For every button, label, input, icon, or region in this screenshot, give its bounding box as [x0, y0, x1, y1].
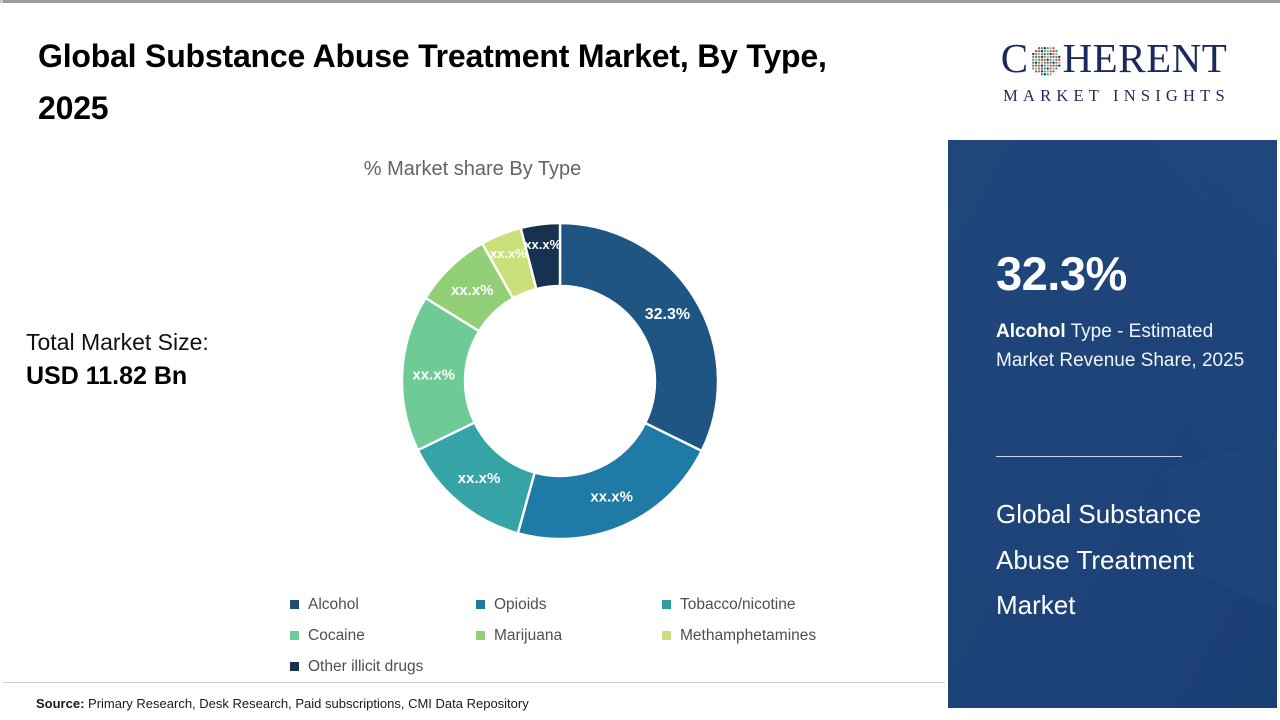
- legend-item[interactable]: Tobacco/nicotine: [662, 596, 882, 614]
- logo-letter-c: C: [1000, 34, 1029, 81]
- source-divider: [3, 682, 945, 683]
- stat-value: 32.3%: [996, 247, 1127, 300]
- stat-content: 32.3% Alcohol Type - Estimated Market Re…: [996, 140, 1254, 708]
- total-market-size-block: Total Market Size: USD 11.82 Bn: [26, 326, 336, 394]
- legend-swatch-icon: [290, 662, 299, 671]
- donut-slice-label: xx.x%: [412, 367, 455, 384]
- panel-background-artwork: [948, 140, 1277, 708]
- source-text: Primary Research, Desk Research, Paid su…: [84, 696, 529, 711]
- legend-item[interactable]: Other illicit drugs: [290, 658, 476, 676]
- brand-panel: C HERENT MARKET INSIGHTS: [945, 3, 1280, 720]
- legend-swatch-icon: [662, 600, 671, 609]
- legend-label: Marijuana: [494, 626, 563, 644]
- legend-row: Alcohol Opioids Tobacco/nicotine: [290, 589, 890, 620]
- total-market-size-label: Total Market Size:: [26, 329, 209, 355]
- donut-slice[interactable]: [519, 221, 562, 291]
- chart-panel: Global Substance Abuse Treatment Market,…: [0, 3, 945, 720]
- panel-heading: Global Substance Abuse Treatment Market: [996, 499, 1202, 620]
- legend-label: Methamphetamines: [680, 626, 817, 644]
- donut-slice[interactable]: [516, 421, 704, 541]
- legend-label: Other illicit drugs: [308, 657, 424, 675]
- legend-item[interactable]: Cocaine: [290, 627, 476, 645]
- logo-wordmark: C HERENT: [1000, 34, 1228, 81]
- legend-row: Other illicit drugs: [290, 651, 890, 682]
- total-market-size-value: USD 11.82 Bn: [26, 362, 188, 391]
- legend-label: Opioids: [494, 595, 547, 613]
- stat-description-rest: Type - Estimated Market Revenue Share, 2…: [996, 321, 1245, 372]
- legend-swatch-icon: [476, 631, 485, 640]
- legend-item[interactable]: Alcohol: [290, 596, 476, 614]
- legend-row: Cocaine Marijuana Methamphetamines: [290, 620, 890, 651]
- source-label: Source:: [36, 696, 85, 711]
- donut-slice[interactable]: [558, 221, 720, 453]
- chart-subtitle: % Market share By Type: [363, 158, 582, 180]
- donut-slice-label: xx.x%: [590, 488, 633, 505]
- stat-description-strong: Alcohol: [996, 321, 1066, 342]
- logo-letters-herent: HERENT: [1062, 34, 1228, 81]
- legend-item[interactable]: Methamphetamines: [662, 627, 882, 645]
- frame-top-edge: [0, 0, 1280, 3]
- company-logo: C HERENT MARKET INSIGHTS: [948, 3, 1280, 140]
- donut-slice-label: xx.x%: [451, 282, 494, 299]
- page-title: Global Substance Abuse Treatment Market,…: [38, 38, 827, 126]
- donut-slice-label: 32.3%: [645, 306, 690, 323]
- donut-slice-label: xx.x%: [490, 246, 527, 261]
- legend-swatch-icon: [290, 600, 299, 609]
- legend-swatch-icon: [476, 600, 485, 609]
- legend-item[interactable]: Opioids: [476, 596, 662, 614]
- donut-chart: 32.3%xx.x%xx.x%xx.x%xx.x%xx.x%xx.x%: [395, 216, 725, 546]
- panel-divider: [996, 456, 1182, 458]
- legend-swatch-icon: [290, 631, 299, 640]
- legend-item[interactable]: Marijuana: [476, 627, 662, 645]
- logo-subtitle: MARKET INSIGHTS: [1003, 85, 1230, 105]
- source-note: Source: Primary Research, Desk Research,…: [36, 696, 529, 711]
- legend-label: Alcohol: [308, 595, 359, 613]
- donut-chart-svg: 32.3%xx.x%xx.x%xx.x%xx.x%xx.x%xx.x%: [400, 221, 720, 541]
- legend-label: Tobacco/nicotine: [680, 595, 796, 613]
- dotted-globe-icon: [1029, 43, 1062, 76]
- legend-label: Cocaine: [308, 626, 365, 644]
- stat-highlight-panel: 32.3% Alcohol Type - Estimated Market Re…: [948, 140, 1277, 708]
- donut-slice-label: xx.x%: [524, 237, 561, 252]
- stat-description: Alcohol Type - Estimated Market Revenue …: [996, 317, 1248, 375]
- legend-swatch-icon: [662, 631, 671, 640]
- donut-slice-label: xx.x%: [458, 470, 501, 487]
